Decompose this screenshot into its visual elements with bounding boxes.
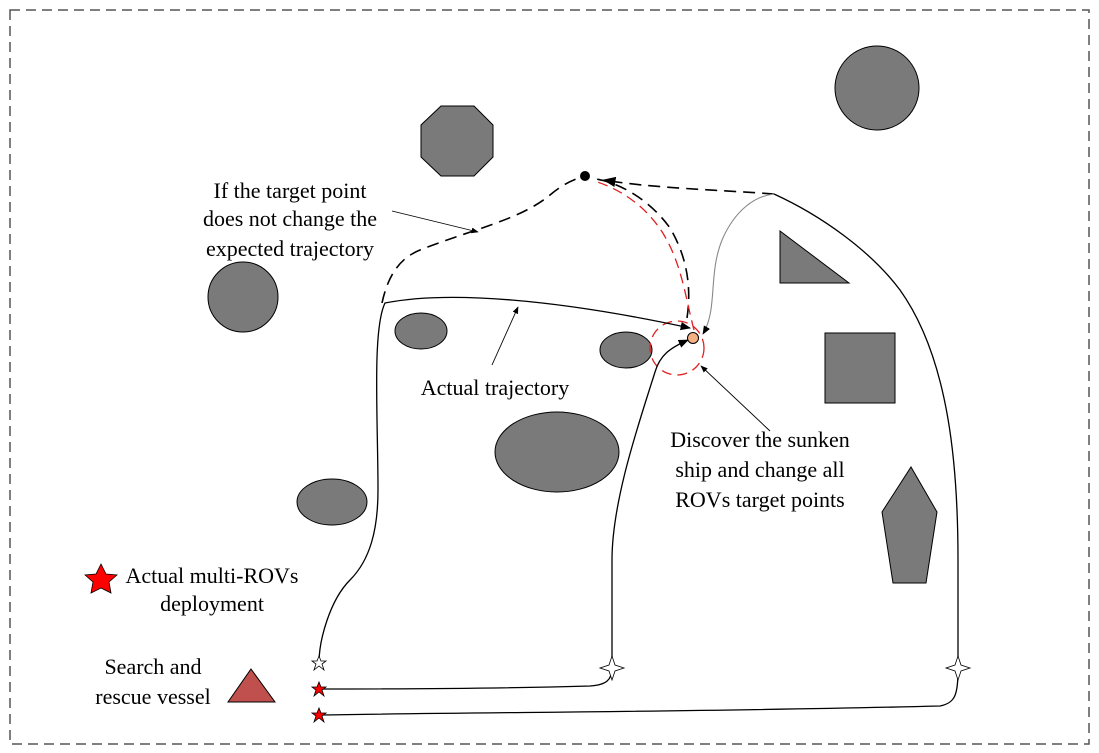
red-star-icon — [84, 563, 118, 594]
expected-trajectories — [381, 176, 775, 319]
red-star-icon — [310, 706, 328, 724]
retarget-red — [593, 180, 705, 376]
actual-path-left — [318, 296, 692, 664]
label-expected-line-1: If the target point — [214, 178, 367, 203]
legend-rov-line-1: Actual multi-ROVs — [126, 563, 299, 588]
white-star-icon — [598, 654, 626, 682]
circle-obstacle-left — [207, 261, 279, 333]
label-expected-line-2: does not change the — [203, 206, 377, 231]
pentagon-obstacle — [881, 466, 938, 584]
rov-stars — [310, 654, 972, 724]
triangle-icon — [227, 668, 276, 703]
original-target-point — [580, 171, 590, 181]
ellipse-obstacle-small-left — [394, 312, 448, 350]
octagon-obstacle — [420, 105, 494, 177]
square-obstacle — [824, 332, 896, 404]
label-discover-line-1: Discover the sunken — [670, 427, 850, 452]
actual-path-right — [318, 193, 959, 716]
label-expected-line-3: expected trajectory — [206, 236, 374, 261]
discovery-zone-circle — [649, 320, 705, 376]
expected-path-center — [595, 178, 690, 319]
pointer-expected — [391, 210, 479, 234]
label-pointers — [391, 210, 771, 432]
pointer-discover — [700, 365, 771, 432]
ellipse-obstacle-large — [494, 411, 620, 493]
actual-path-right-gray — [702, 193, 775, 335]
expected-path-left — [381, 176, 583, 304]
label-actual-trajectory: Actual trajectory — [421, 375, 569, 400]
white-star-icon — [944, 654, 972, 682]
obstacles — [207, 45, 938, 584]
label-discover-line-2: ship and change all — [675, 457, 844, 482]
expected-path-right — [602, 176, 775, 195]
red-star-icon — [310, 680, 328, 698]
white-star-icon — [310, 654, 328, 672]
legend-rov-line-2: deployment — [160, 591, 264, 616]
legend-vessel-line-1: Search and — [104, 654, 201, 679]
triangle-obstacle — [779, 229, 851, 284]
pointer-actual — [491, 306, 519, 366]
label-discover-line-3: ROVs target points — [675, 487, 844, 512]
ellipse-obstacle-lower-left — [296, 478, 368, 526]
dashed-frame — [9, 9, 1090, 745]
circle-obstacle-top-right — [834, 45, 920, 131]
red-dashed-path — [593, 180, 695, 331]
new-target-point — [687, 332, 699, 344]
legend-vessel-line-2: rescue vessel — [95, 684, 210, 709]
ellipse-obstacle-small-center — [599, 331, 653, 369]
actual-trajectories — [318, 193, 959, 716]
